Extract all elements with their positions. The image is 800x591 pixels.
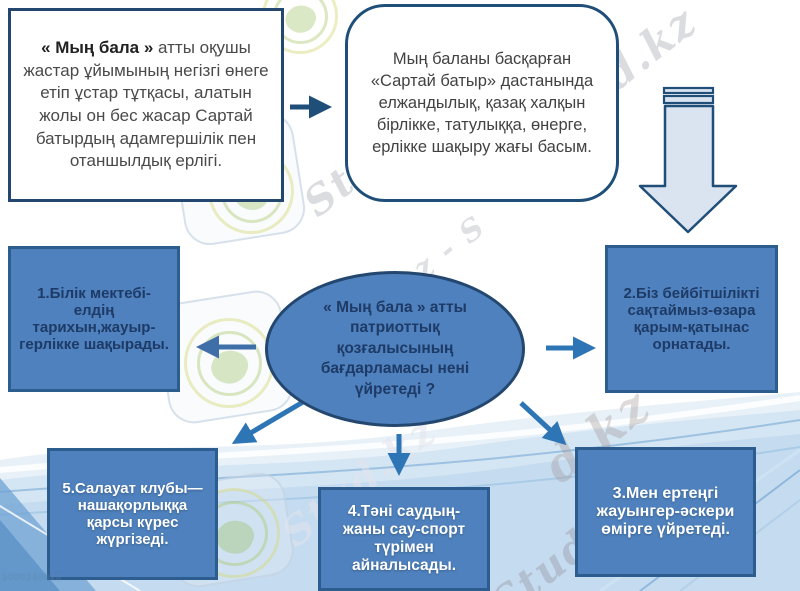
intro-box-rest: атты оқушы жастар ұйымының негізгі өнеге… — [23, 38, 269, 171]
node-2-beybitshilik: 2.Біз бейбітшілікті сақтаймыз-өзара қары… — [605, 245, 778, 393]
central-question-ellipse: « Мың бала » атты патриоттық қозғалысыны… — [265, 271, 525, 427]
node-label: 5.Салауат клубы—нашақорлыққа қарсы күрес… — [62, 480, 203, 548]
studkz-logo-watermark — [184, 318, 274, 408]
arrow-hub-to-node3 — [519, 401, 567, 446]
dastan-box: Мың баланы басқарған «Сартай батыр» даст… — [345, 4, 619, 202]
dastan-box-text: Мың баланы басқарған «Сартай батыр» даст… — [370, 49, 594, 157]
node-1-bilik-mektebi: 1.Білік мектебі-елдің тарихын,жауыр-герл… — [8, 246, 180, 392]
node-4-sport: 4.Тәні саудың-жаны сау-спорт түрімен айн… — [318, 487, 490, 591]
central-question-text: « Мың бала » атты патриоттық қозғалысыны… — [320, 298, 470, 398]
node-3-zhauynger: 3.Мен ертеңгі жауынгер-әскери өмірге үйр… — [575, 447, 756, 577]
node-label: 4.Тәні саудың-жаны сау-спорт түрімен айн… — [342, 503, 466, 574]
node-label: 3.Мен ертеңгі жауынгер-әскери өмірге үйр… — [596, 485, 735, 538]
intro-box: « Мың бала » атты оқушы жастар ұйымының … — [8, 8, 284, 202]
big-down-arrow — [638, 86, 738, 234]
intro-box-text: « Мың бала » атты оқушы жастар ұйымының … — [19, 37, 273, 173]
node-label: 2.Біз бейбітшілікті сақтаймыз-өзара қары… — [623, 285, 760, 353]
intro-box-bold: « Мың бала » — [41, 38, 154, 58]
arrow-hub-to-node5 — [231, 399, 305, 445]
node-label: 1.Білік мектебі-елдің тарихын,жауыр-герл… — [19, 285, 169, 353]
node-5-salauat: 5.Салауат клубы—нашақорлыққа қарсы күрес… — [47, 448, 218, 580]
